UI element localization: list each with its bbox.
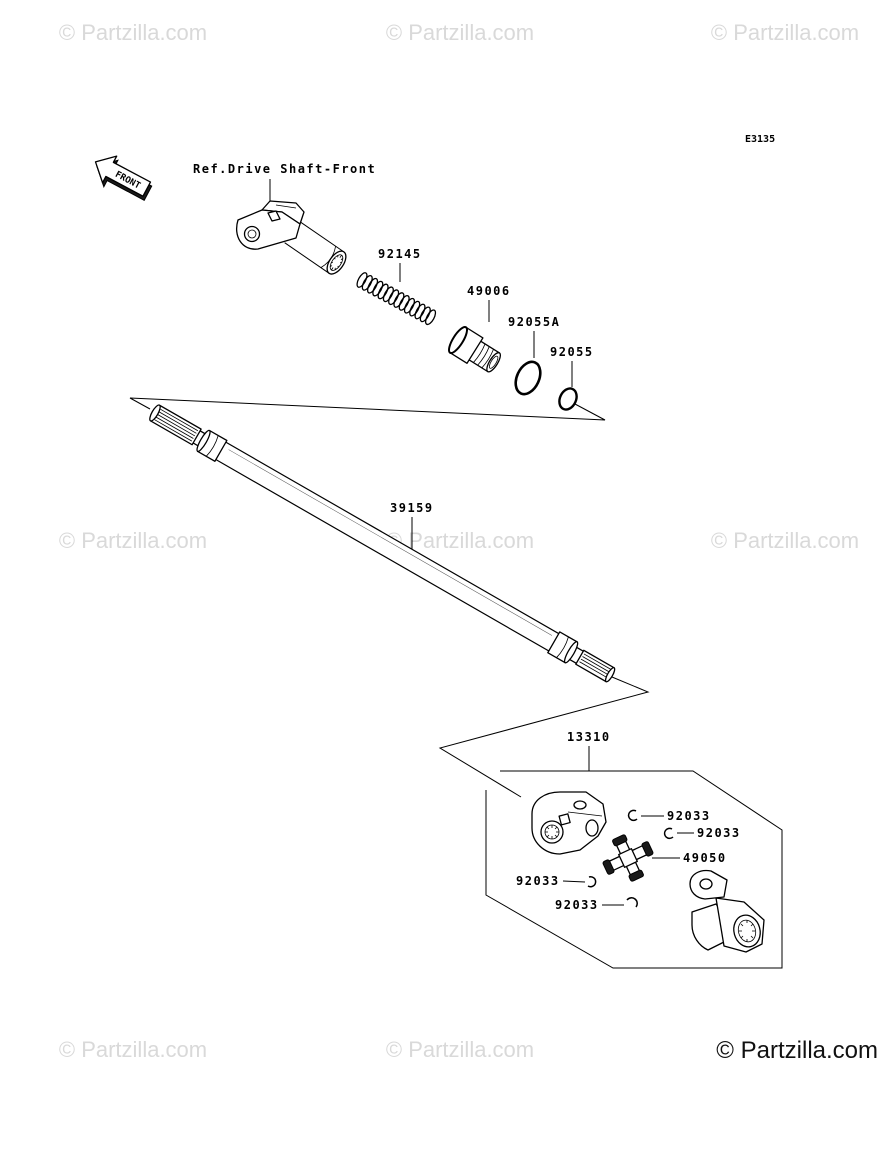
joint-yoke-upper-hole-bottom — [585, 819, 599, 837]
joint-yoke-upper-hole-top — [573, 800, 587, 810]
front-yoke-tube — [284, 220, 347, 275]
copyright-notice: © Partzilla.com — [716, 1037, 878, 1064]
o-ring — [514, 360, 542, 396]
reference-label: Ref.Drive Shaft-Front — [193, 162, 376, 176]
ring — [558, 387, 578, 411]
callout-cross: 49050 — [683, 851, 727, 865]
spring-coil — [388, 289, 400, 306]
watermark: © Partzilla.com — [711, 528, 859, 553]
watermarks: © Partzilla.com © Partzilla.com © Partzi… — [59, 20, 859, 1062]
watermark: © Partzilla.com — [386, 1037, 534, 1062]
cross-cap — [602, 859, 615, 875]
front-yoke-hole — [243, 225, 261, 243]
spring — [356, 272, 437, 326]
spring-coil — [377, 283, 389, 300]
front-yoke-slot — [275, 204, 297, 209]
shaft-spline-teeth-left — [154, 408, 199, 442]
watermark: © Partzilla.com — [59, 20, 207, 45]
watermark: © Partzilla.com — [59, 528, 207, 553]
joint-assembly-frame — [485, 770, 783, 969]
boot-large-end — [447, 326, 469, 354]
front-yoke — [236, 200, 347, 275]
spring-coil — [372, 280, 384, 297]
joint-yoke-lower-splines — [739, 920, 755, 942]
circlip — [663, 827, 674, 840]
callout-o-ring: 92055A — [508, 315, 560, 329]
watermark: © Partzilla.com — [386, 20, 534, 45]
front-arrow-icon: FRONT — [94, 155, 153, 201]
callout-joint-assembly: 13310 — [567, 730, 611, 744]
spring-coil — [414, 303, 426, 320]
callout-circlip: 92033 — [667, 809, 711, 823]
spring-coil — [419, 306, 431, 323]
joint-yoke-upper-face — [540, 820, 564, 844]
callout-circlip: 92033 — [555, 898, 599, 912]
drive-shaft — [149, 404, 616, 683]
joint-yoke-lower — [689, 869, 765, 953]
joint-yoke-upper-slot — [567, 811, 603, 817]
front-yoke-splines — [329, 254, 344, 271]
shaft-collar-left-face — [196, 429, 211, 453]
shaft-spline-teeth-right — [579, 653, 612, 678]
watermark: © Partzilla.com — [59, 1037, 207, 1062]
spring-coil — [409, 300, 421, 317]
cross-cap — [628, 869, 644, 882]
front-yoke-end-face — [326, 250, 347, 275]
callout-circlip-leader — [562, 880, 586, 883]
front-yoke-tube-edges — [284, 220, 345, 274]
universal-joint-cross — [602, 834, 654, 882]
spring-coil — [382, 286, 394, 303]
diagram-code: E3135 — [745, 134, 775, 145]
boot-small-end-bore — [488, 355, 499, 369]
callout-boot: 49006 — [467, 284, 511, 298]
callout-spring: 92145 — [378, 247, 422, 261]
boot — [447, 326, 502, 373]
joint-yoke-upper-block — [558, 813, 571, 826]
spring-coil — [424, 309, 437, 326]
shaft-tip-left — [149, 404, 161, 422]
joint-yoke-lower-hole — [699, 878, 713, 890]
circlip — [627, 809, 638, 822]
joint-yoke-upper-splines — [545, 825, 559, 839]
shaft-highlight — [228, 449, 553, 636]
spring-coil — [398, 295, 410, 311]
callout-circlip: 92033 — [516, 874, 560, 888]
circlip — [587, 875, 597, 888]
circlips — [587, 809, 674, 908]
shaft-collar-right-shade — [556, 636, 569, 658]
cross-center — [618, 848, 638, 868]
spring-coil — [403, 297, 416, 314]
boot-ridges — [473, 343, 494, 369]
callout-circlip: 92033 — [697, 826, 741, 840]
spring-coil — [356, 272, 368, 288]
front-arrow-body — [94, 155, 152, 197]
joint-yoke-upper — [531, 791, 607, 855]
boot-small-end — [486, 352, 502, 373]
shaft-collar-right-face — [563, 641, 579, 664]
spring-coil — [393, 292, 405, 308]
spring-coil — [366, 277, 379, 294]
assembly-bracket-lower — [438, 676, 650, 798]
assembly-bracket-upper — [129, 397, 606, 421]
spring-coil — [361, 274, 373, 291]
joint-yoke-lower-bore — [737, 919, 757, 943]
callout-ring: 92055 — [550, 345, 594, 359]
cross-cap — [641, 841, 654, 857]
front-yoke-block — [267, 210, 281, 222]
cross-cap — [612, 834, 628, 847]
circlip — [626, 897, 638, 908]
front-yoke-hole-inner — [247, 229, 257, 239]
watermark: © Partzilla.com — [711, 20, 859, 45]
shaft-collar-left-shade — [205, 435, 219, 457]
shaft-tip-right — [604, 667, 616, 683]
callout-shaft: 39159 — [390, 501, 434, 515]
